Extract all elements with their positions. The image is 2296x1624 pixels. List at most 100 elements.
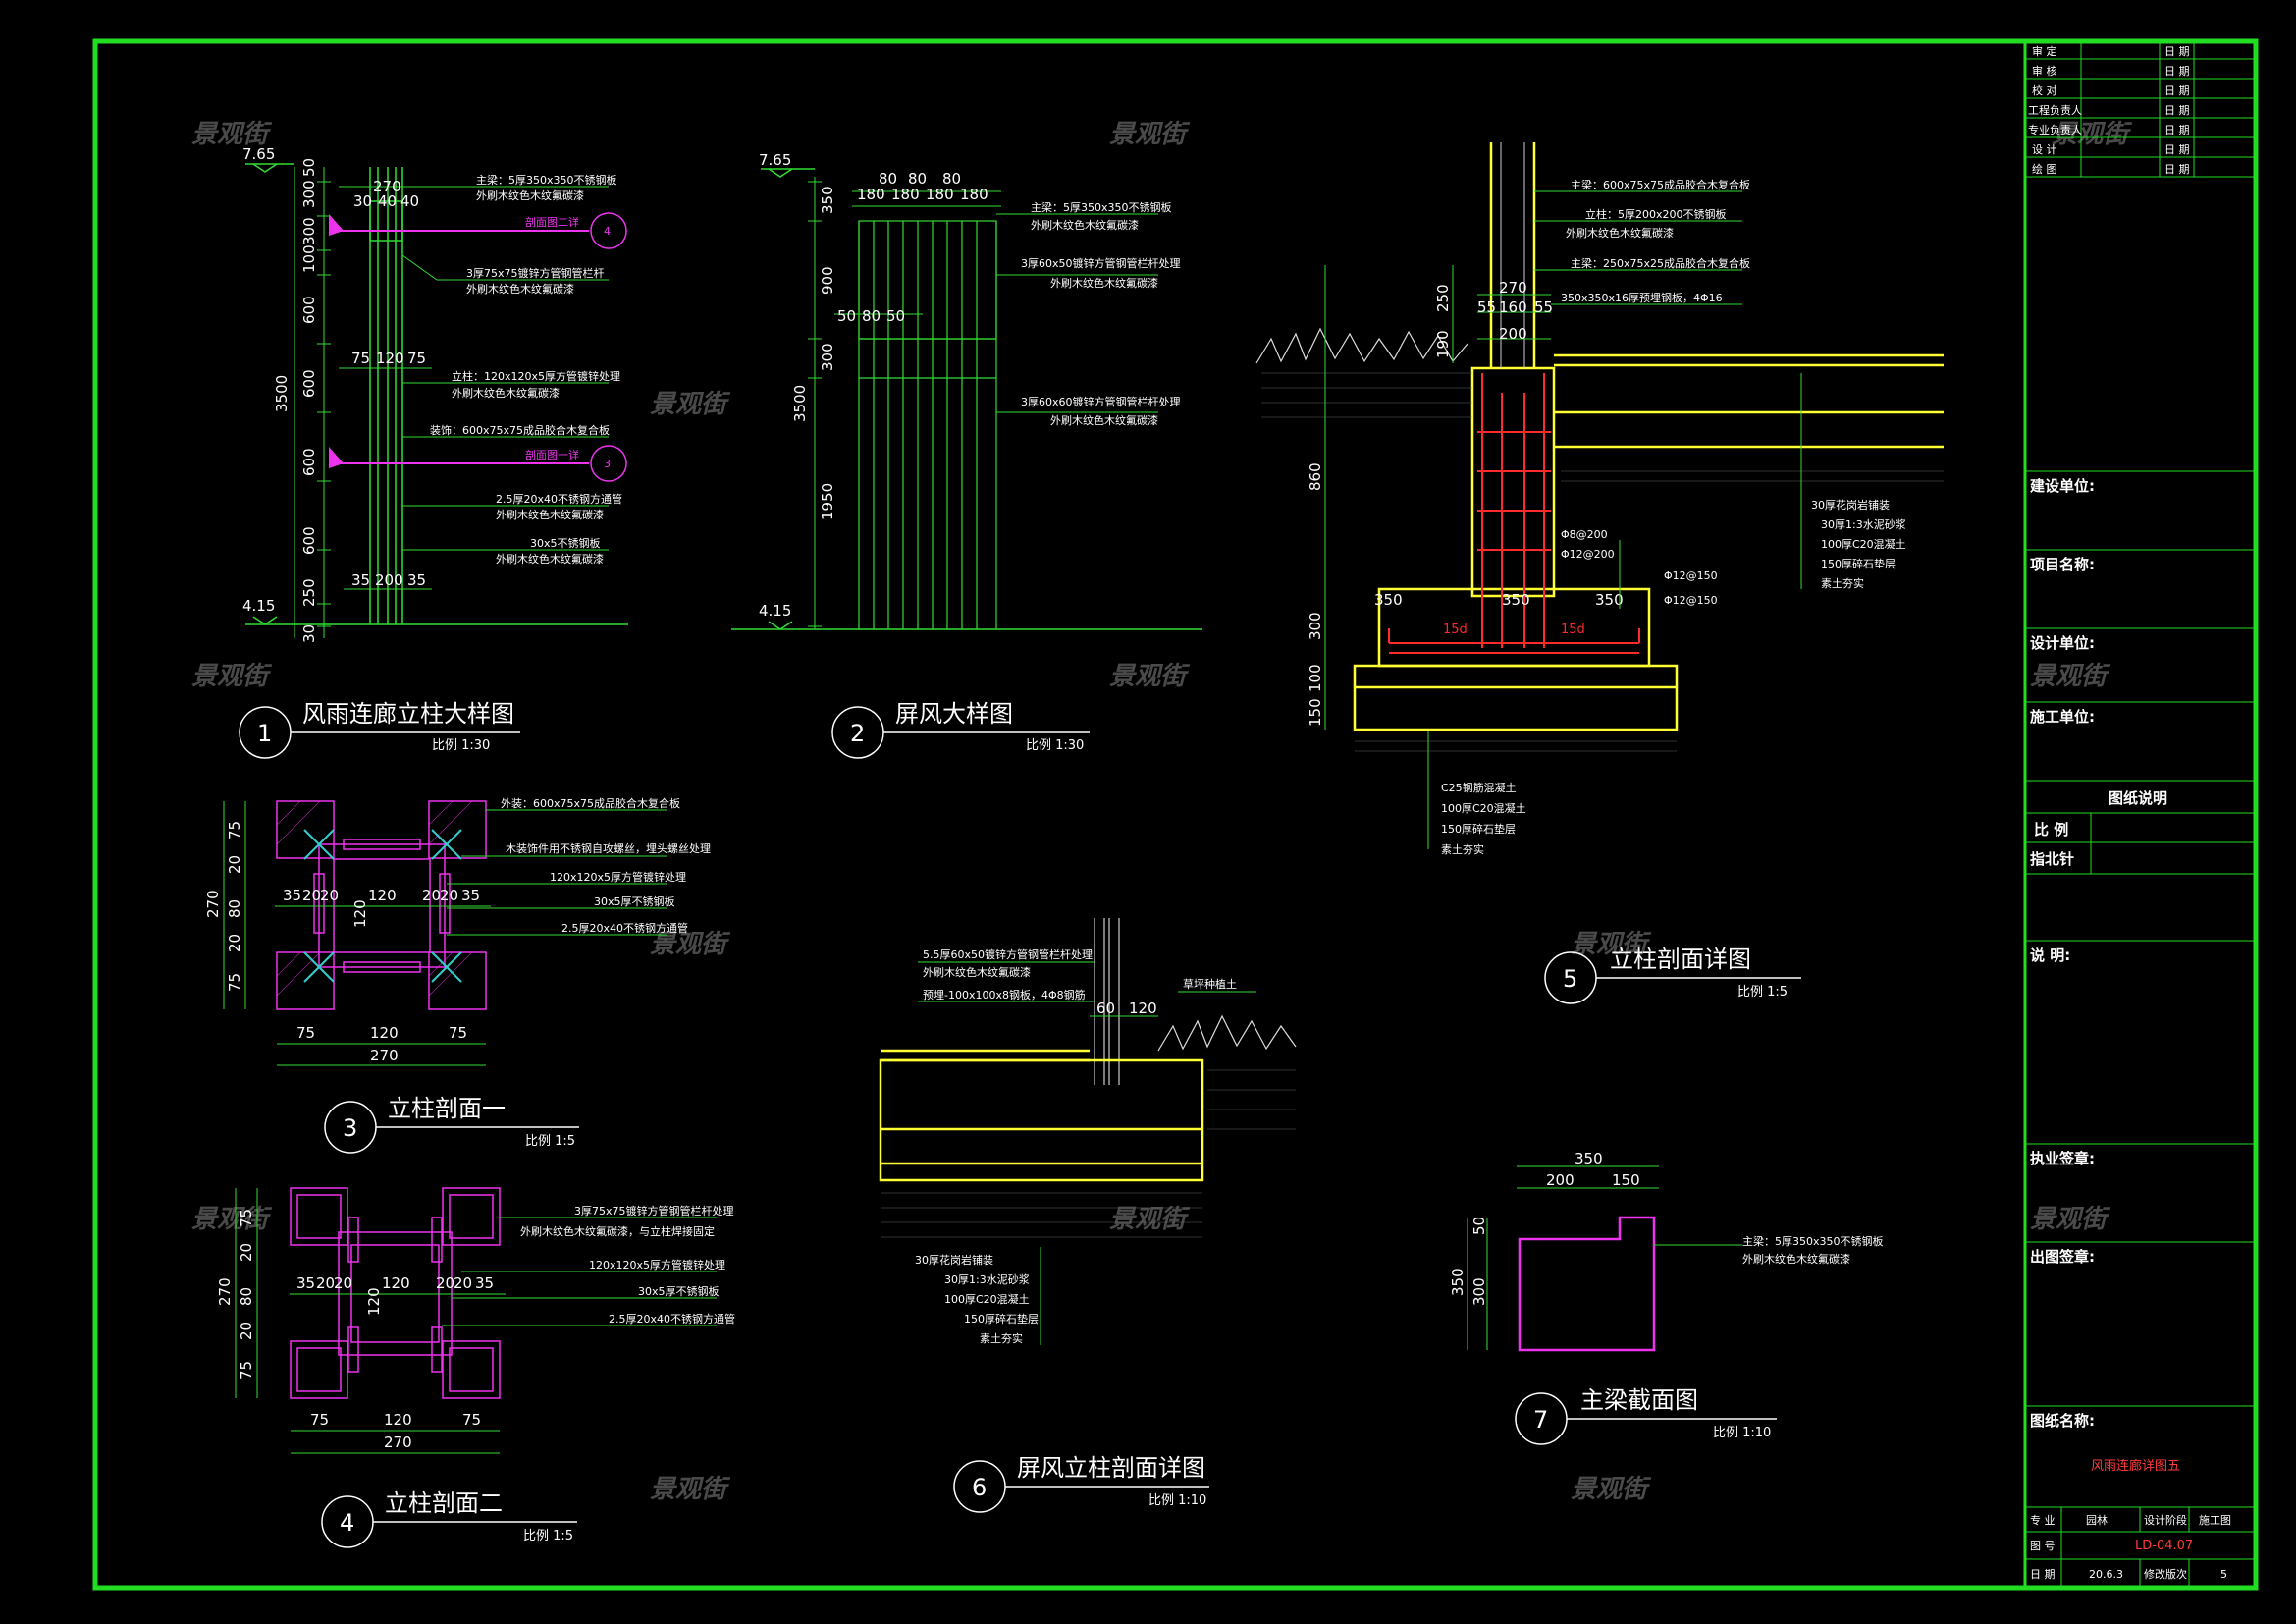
svg-text:50: 50 bbox=[837, 307, 856, 325]
svg-text:80: 80 bbox=[908, 170, 927, 188]
svg-text:30: 30 bbox=[353, 192, 372, 210]
svg-text:270: 270 bbox=[204, 890, 222, 918]
svg-text:外刷木纹色木纹氟碳漆: 外刷木纹色木纹氟碳漆 bbox=[923, 965, 1031, 979]
svg-text:比例 1:10: 比例 1:10 bbox=[1713, 1426, 1771, 1440]
svg-text:校 对: 校 对 bbox=[2032, 83, 2057, 97]
svg-text:2.5厚20x40不锈钢方通管: 2.5厚20x40不锈钢方通管 bbox=[496, 492, 622, 506]
svg-text:20: 20 bbox=[238, 1322, 255, 1340]
svg-text:190: 190 bbox=[1434, 330, 1452, 358]
svg-text:80: 80 bbox=[238, 1287, 255, 1306]
svg-text:35: 35 bbox=[296, 1274, 315, 1292]
svg-text:修改版次: 修改版次 bbox=[2144, 1567, 2187, 1581]
svg-text:立柱剖面详图: 立柱剖面详图 bbox=[1610, 946, 1751, 973]
svg-text:270: 270 bbox=[384, 1434, 412, 1451]
svg-text:景观街: 景观街 bbox=[1109, 120, 1191, 149]
svg-text:30: 30 bbox=[300, 624, 318, 643]
svg-text:50: 50 bbox=[300, 158, 318, 177]
svg-text:外刷木纹色木纹氟碳漆: 外刷木纹色木纹氟碳漆 bbox=[496, 508, 604, 521]
svg-text:270: 270 bbox=[373, 178, 401, 195]
svg-text:4.15: 4.15 bbox=[759, 602, 791, 620]
detail-6-screen-post-section: 60 120 5.5厚60x50镀锌方管钢管栏杆处理 外刷木纹色木纹氟碳漆 预埋… bbox=[879, 918, 1297, 1513]
svg-text:20: 20 bbox=[320, 887, 339, 904]
svg-text:比例 1:5: 比例 1:5 bbox=[1737, 985, 1788, 1000]
svg-text:1950: 1950 bbox=[819, 483, 836, 520]
svg-text:350: 350 bbox=[1449, 1268, 1467, 1296]
svg-text:120x120x5厚方管镀锌处理: 120x120x5厚方管镀锌处理 bbox=[589, 1258, 725, 1272]
svg-text:300: 300 bbox=[300, 180, 318, 208]
svg-text:6: 6 bbox=[972, 1474, 987, 1501]
svg-text:外刷木纹色木纹氟碳漆: 外刷木纹色木纹氟碳漆 bbox=[1050, 413, 1158, 427]
svg-text:园林: 园林 bbox=[2086, 1513, 2108, 1527]
detail-1-column-elevation: 7.65 4.15 50 300 300 100 600 600 600 600… bbox=[239, 145, 628, 759]
svg-text:20: 20 bbox=[238, 1243, 255, 1262]
svg-text:30厚1:3水泥砂浆: 30厚1:3水泥砂浆 bbox=[944, 1272, 1030, 1286]
svg-text:180: 180 bbox=[926, 186, 954, 203]
svg-text:350: 350 bbox=[1374, 591, 1403, 609]
svg-text:40: 40 bbox=[378, 192, 397, 210]
svg-text:素土夯实: 素土夯实 bbox=[980, 1331, 1023, 1345]
svg-text:100: 100 bbox=[1307, 664, 1324, 692]
svg-text:30厚花岗岩铺装: 30厚花岗岩铺装 bbox=[915, 1253, 993, 1267]
svg-text:120: 120 bbox=[382, 1274, 410, 1292]
svg-text:4.15: 4.15 bbox=[242, 597, 275, 615]
svg-text:180: 180 bbox=[857, 186, 885, 203]
svg-text:3500: 3500 bbox=[791, 385, 809, 422]
svg-text:600: 600 bbox=[300, 296, 318, 324]
svg-text:200: 200 bbox=[1546, 1171, 1575, 1189]
svg-text:外刷木纹色木纹氟碳漆: 外刷木纹色木纹氟碳漆 bbox=[1742, 1252, 1850, 1266]
svg-text:75: 75 bbox=[351, 350, 370, 367]
svg-text:50: 50 bbox=[886, 307, 905, 325]
svg-text:120: 120 bbox=[365, 1287, 383, 1316]
detail-5-column-footing-section: 15d 15d 270 55 160 55 200 250 190 860 30… bbox=[1255, 142, 1944, 1004]
svg-text:设计单位:: 设计单位: bbox=[2030, 634, 2095, 652]
svg-text:立柱剖面二: 立柱剖面二 bbox=[385, 1489, 503, 1517]
svg-text:剖面图一详: 剖面图一详 bbox=[525, 448, 579, 461]
svg-text:主梁截面图: 主梁截面图 bbox=[1580, 1386, 1698, 1414]
svg-text:250: 250 bbox=[300, 578, 318, 607]
svg-text:35: 35 bbox=[351, 571, 370, 589]
svg-text:Φ12@150: Φ12@150 bbox=[1664, 594, 1718, 607]
svg-text:350: 350 bbox=[1502, 591, 1530, 609]
svg-text:3500: 3500 bbox=[273, 375, 291, 412]
svg-text:75: 75 bbox=[226, 973, 243, 992]
svg-text:30厚花岗岩铺装: 30厚花岗岩铺装 bbox=[1811, 498, 1890, 512]
svg-text:20: 20 bbox=[302, 887, 321, 904]
svg-text:3厚60x60镀锌方管钢管栏杆处理: 3厚60x60镀锌方管钢管栏杆处理 bbox=[1021, 395, 1181, 408]
svg-text:屏风大样图: 屏风大样图 bbox=[895, 700, 1013, 728]
svg-text:860: 860 bbox=[1307, 462, 1324, 491]
svg-text:350: 350 bbox=[819, 186, 836, 214]
svg-text:景观街: 景观街 bbox=[2030, 1205, 2111, 1234]
svg-text:180: 180 bbox=[891, 186, 920, 203]
svg-text:LD-04.07: LD-04.07 bbox=[2135, 1539, 2193, 1553]
svg-text:35: 35 bbox=[475, 1274, 494, 1292]
svg-text:图纸名称:: 图纸名称: bbox=[2030, 1412, 2095, 1430]
svg-text:7.65: 7.65 bbox=[242, 145, 275, 163]
svg-text:日 期: 日 期 bbox=[2030, 1568, 2056, 1581]
svg-text:3厚75x75镀锌方管钢管栏杆: 3厚75x75镀锌方管钢管栏杆 bbox=[466, 266, 605, 280]
svg-text:建设单位:: 建设单位: bbox=[2030, 477, 2095, 495]
svg-text:图纸说明: 图纸说明 bbox=[2109, 789, 2167, 807]
svg-text:比 例: 比 例 bbox=[2034, 821, 2068, 839]
title-block bbox=[2024, 40, 2257, 1589]
svg-text:160: 160 bbox=[1499, 298, 1527, 316]
svg-text:2.5厚20x40不锈钢方通管: 2.5厚20x40不锈钢方通管 bbox=[609, 1312, 735, 1326]
svg-text:75: 75 bbox=[238, 1361, 255, 1380]
svg-text:75: 75 bbox=[296, 1024, 315, 1042]
svg-text:350x350x16厚预埋钢板，4Φ16: 350x350x16厚预埋钢板，4Φ16 bbox=[1561, 291, 1723, 304]
svg-text:外刷木纹色木纹氟碳漆: 外刷木纹色木纹氟碳漆 bbox=[466, 282, 574, 296]
svg-text:施工图: 施工图 bbox=[2199, 1514, 2231, 1527]
svg-text:30厚1:3水泥砂浆: 30厚1:3水泥砂浆 bbox=[1821, 517, 1906, 531]
svg-text:日 期: 日 期 bbox=[2164, 143, 2190, 156]
svg-text:900: 900 bbox=[819, 266, 836, 295]
svg-text:35: 35 bbox=[461, 887, 480, 904]
svg-text:50: 50 bbox=[1470, 1217, 1488, 1235]
svg-text:设计阶段: 设计阶段 bbox=[2144, 1513, 2187, 1527]
detail-2-screen-elevation: 7.65 4.15 350 900 300 1950 3500 bbox=[731, 151, 1202, 759]
svg-text:80: 80 bbox=[226, 899, 243, 918]
svg-text:200: 200 bbox=[1499, 325, 1527, 343]
svg-text:日 期: 日 期 bbox=[2164, 84, 2190, 97]
svg-text:150厚碎石垫层: 150厚碎石垫层 bbox=[964, 1312, 1039, 1326]
svg-text:执业签章:: 执业签章: bbox=[2030, 1150, 2095, 1167]
svg-text:270: 270 bbox=[216, 1277, 234, 1306]
svg-text:景观街: 景观街 bbox=[191, 120, 273, 149]
